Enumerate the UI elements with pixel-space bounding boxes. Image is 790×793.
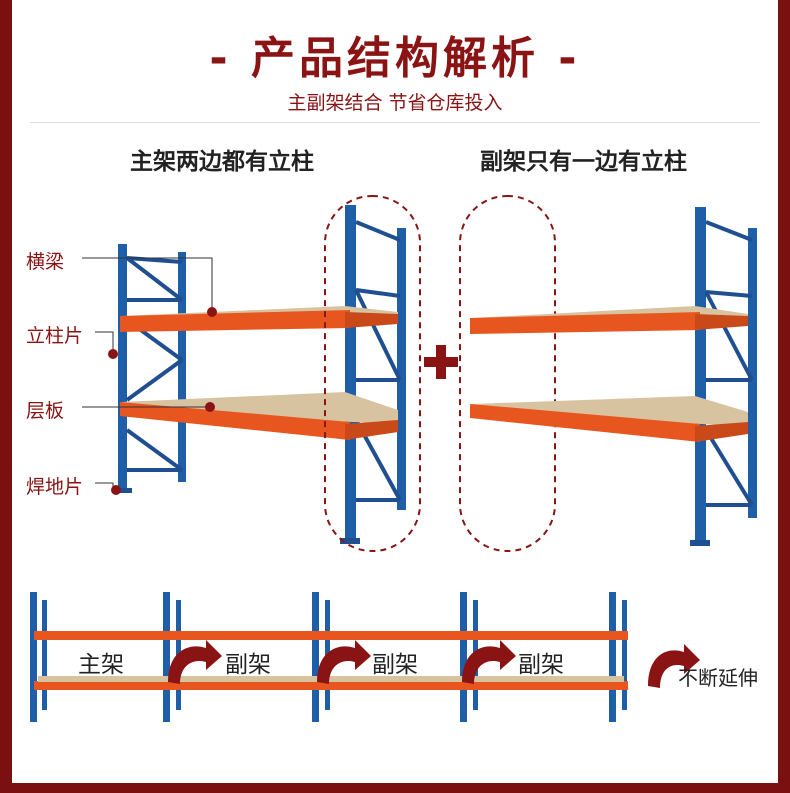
sub-frame-illustration — [470, 207, 757, 546]
main-frame-illustration — [114, 205, 406, 544]
label-upright-frame: 立柱片 — [26, 325, 84, 347]
extension-strip — [30, 592, 700, 722]
sub-frame-label-1: 副架 — [225, 652, 271, 678]
sub-frame-label-3: 副架 — [518, 652, 564, 678]
heading-sub-frame: 副架只有一边有立柱 — [480, 149, 687, 175]
divider — [30, 122, 760, 123]
page-subtitle: 主副架结合 节省仓库投入 — [287, 92, 503, 114]
page-title: - 产品结构解析 - — [209, 33, 581, 84]
heading-main-frame: 主架两边都有立柱 — [130, 149, 314, 175]
label-beam: 横梁 — [26, 251, 65, 273]
label-foot-plate: 焊地片 — [26, 476, 84, 498]
sub-frame-label-2: 副架 — [372, 652, 418, 678]
extend-label: 不断延伸 — [678, 666, 758, 690]
main-frame-label: 主架 — [78, 652, 124, 678]
label-shelf-board: 层板 — [26, 400, 65, 422]
